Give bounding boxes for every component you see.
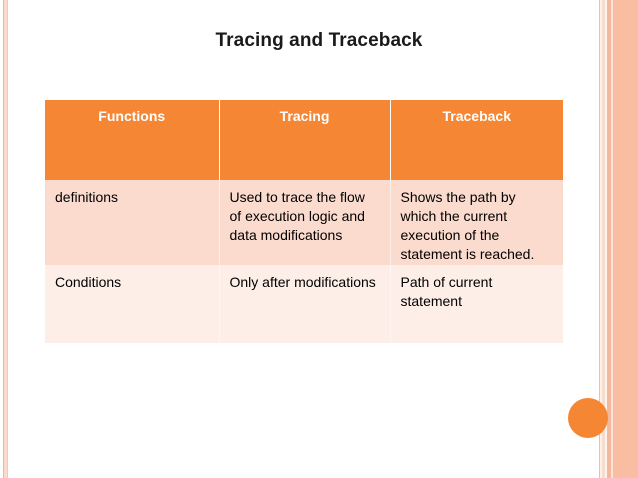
- column-header-traceback: Traceback: [390, 100, 563, 180]
- page-title: Tracing and Traceback: [215, 30, 423, 51]
- orange-circle-decoration: [568, 398, 608, 438]
- left-stripe-1: [3, 0, 4, 478]
- table-row: Conditions Only after modifications Path…: [45, 265, 563, 343]
- cell-definitions-traceback: Shows the path by which the current exec…: [390, 180, 563, 265]
- right-stripe-6: [611, 0, 613, 478]
- comparison-table: Functions Tracing Traceback definitions …: [45, 100, 563, 343]
- column-header-functions: Functions: [45, 100, 220, 180]
- left-stripe-3: [7, 0, 8, 478]
- right-stripe-4: [605, 0, 607, 478]
- cell-conditions-label: Conditions: [45, 265, 220, 343]
- cell-definitions-tracing: Used to trace the flow of execution logi…: [219, 180, 391, 265]
- left-edge-stripes: [0, 0, 14, 478]
- right-stripe-5: [607, 0, 611, 478]
- table-header-row: Functions Tracing Traceback: [45, 100, 563, 180]
- column-header-tracing: Tracing: [219, 100, 391, 180]
- table-row: definitions Used to trace the flow of ex…: [45, 180, 563, 265]
- table-header: Functions Tracing Traceback: [45, 100, 563, 180]
- table-body: definitions Used to trace the flow of ex…: [45, 180, 563, 343]
- cell-conditions-tracing: Only after modifications: [219, 265, 391, 343]
- cell-definitions-label: definitions: [45, 180, 220, 265]
- right-stripe-band: [613, 0, 638, 478]
- left-stripe-2: [4, 0, 7, 478]
- cell-conditions-traceback: Path of current statement: [390, 265, 563, 343]
